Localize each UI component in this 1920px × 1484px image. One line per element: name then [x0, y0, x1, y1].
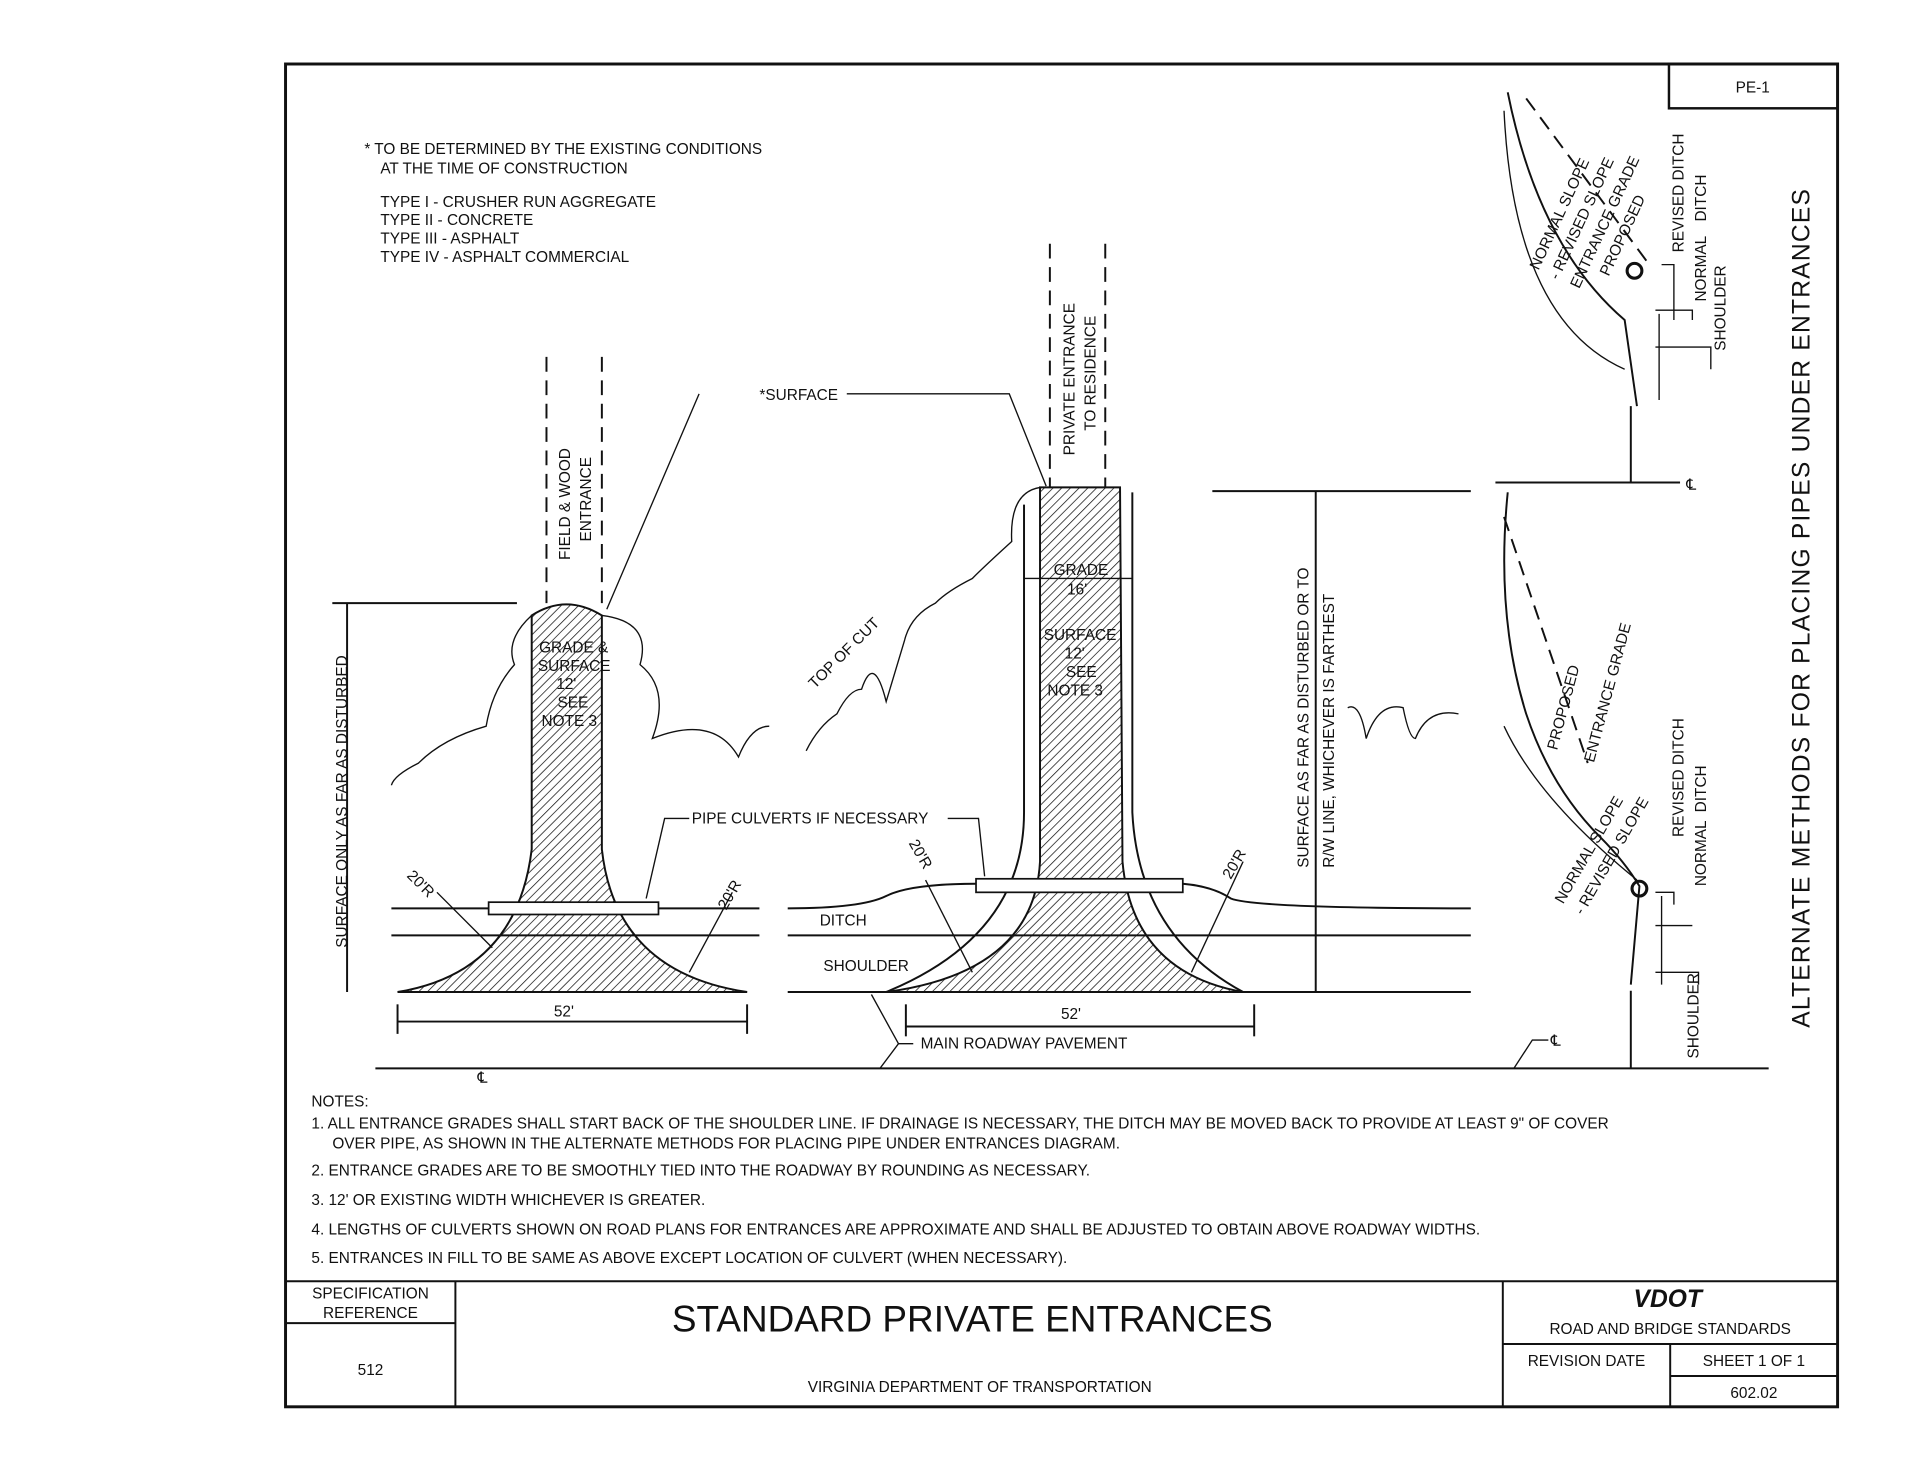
- svg-text:TOP OF CUT: TOP OF CUT: [806, 614, 884, 692]
- alternate-methods-title: ALTERNATE METHODS FOR PLACING PIPES UNDE…: [1788, 188, 1815, 1028]
- sheet-code-box: PE-1: [1667, 62, 1839, 110]
- note-item: 4. LENGTHS OF CULVERTS SHOWN ON ROAD PLA…: [311, 1221, 1480, 1238]
- note-item: OVER PIPE, AS SHOWN IN THE ALTERNATE MET…: [332, 1135, 1120, 1152]
- legend-type: TYPE III - ASPHALT: [380, 231, 520, 248]
- svg-text:REVISED DITCH: REVISED DITCH: [1671, 718, 1688, 837]
- svg-text:12': 12': [1065, 645, 1085, 662]
- svg-text:SHOULDER: SHOULDER: [1686, 973, 1703, 1058]
- svg-text:ENTRANCE: ENTRANCE: [578, 457, 595, 542]
- spec-reference-value: 512: [358, 1362, 384, 1379]
- svg-text:TO RESIDENCE: TO RESIDENCE: [1082, 316, 1099, 431]
- note-item: 5. ENTRANCES IN FILL TO BE SAME AS ABOVE…: [311, 1250, 1067, 1267]
- title-block: SPECIFICATION REFERENCE 512 STANDARD PRI…: [285, 1280, 1838, 1407]
- svg-text:SURFACE AS FAR AS DISTURBED OR: SURFACE AS FAR AS DISTURBED OR TO: [1295, 568, 1312, 868]
- svg-text:℄: ℄: [1685, 477, 1696, 494]
- sheet-border: [284, 62, 1840, 1409]
- svg-text:DITCH: DITCH: [1693, 175, 1710, 222]
- svg-text:20'R: 20'R: [905, 837, 935, 872]
- svg-text:℄: ℄: [1550, 1033, 1561, 1050]
- note-item: 2. ENTRANCE GRADES ARE TO BE SMOOTHLY TI…: [311, 1162, 1090, 1179]
- svg-text:ENTRANCE GRADE: ENTRANCE GRADE: [1581, 621, 1635, 764]
- svg-text:NORMAL: NORMAL: [1693, 235, 1710, 301]
- svg-text:DITCH: DITCH: [820, 913, 867, 930]
- svg-text:R/W LINE, WHICHEVER IS FARTHES: R/W LINE, WHICHEVER IS FARTHEST: [1321, 593, 1338, 868]
- notes: NOTES: 1. ALL ENTRANCE GRADES SHALL STAR…: [311, 1093, 1608, 1266]
- svg-text:SHOULDER: SHOULDER: [1713, 265, 1730, 350]
- svg-text:DITCH: DITCH: [1693, 765, 1710, 812]
- svg-text:52': 52': [1061, 1006, 1081, 1023]
- svg-text:SHOULDER: SHOULDER: [823, 958, 908, 975]
- vdot-logo: VDOT: [1634, 1286, 1704, 1313]
- pipe-culvert: [487, 901, 660, 916]
- legend-type: TYPE I - CRUSHER RUN AGGREGATE: [380, 194, 656, 211]
- svg-text:NORMAL: NORMAL: [1693, 820, 1710, 886]
- centerline-symbol: ℄: [477, 1070, 488, 1087]
- svg-text:SURFACE: SURFACE: [1044, 627, 1117, 644]
- alternate-methods-diagram: ℄ NORMAL SLOPE - REVISED SLOPE ENTRANCE …: [1495, 92, 1815, 1069]
- svg-text:SURFACE: SURFACE: [538, 658, 611, 675]
- legend-type: TYPE IV - ASPHALT COMMERCIAL: [380, 249, 629, 266]
- pipe-culvert: [975, 877, 1184, 894]
- svg-text:20'R: 20'R: [403, 867, 437, 901]
- svg-text:SURFACE ONLY AS FAR AS DISTURB: SURFACE ONLY AS FAR AS DISTURBED: [334, 655, 351, 947]
- svg-text:20'R: 20'R: [1220, 847, 1250, 882]
- note-item: 1. ALL ENTRANCE GRADES SHALL START BACK …: [311, 1116, 1608, 1133]
- legend: * TO BE DETERMINED BY THE EXISTING CONDI…: [364, 141, 762, 266]
- legend-note: AT THE TIME OF CONSTRUCTION: [380, 161, 627, 178]
- svg-text:PROPOSED: PROPOSED: [1544, 663, 1583, 752]
- svg-text:GRADE: GRADE: [1054, 562, 1109, 579]
- svg-text:GRADE &: GRADE &: [539, 639, 609, 656]
- svg-text:PIPE CULVERTS IF NECESSARY: PIPE CULVERTS IF NECESSARY: [692, 810, 929, 827]
- notes-heading: NOTES:: [311, 1093, 368, 1110]
- svg-text:SEE: SEE: [1066, 664, 1097, 681]
- svg-text:REVISED DITCH: REVISED DITCH: [1671, 134, 1688, 253]
- svg-text:SPECIFICATION: SPECIFICATION: [312, 1285, 429, 1302]
- private-entrance: PRIVATE ENTRANCE TO RESIDENCE TOP OF CUT…: [606, 243, 1471, 1069]
- svg-text:FIELD & WOOD: FIELD & WOOD: [557, 448, 574, 560]
- svg-text:*SURFACE: *SURFACE: [759, 387, 838, 404]
- svg-text:NOTE 3: NOTE 3: [542, 713, 598, 730]
- svg-text:SEE: SEE: [558, 695, 589, 712]
- sheet-code: PE-1: [1736, 79, 1770, 96]
- svg-text:NOTE 3: NOTE 3: [1047, 682, 1103, 699]
- field-wood-entrance: FIELD & WOOD ENTRANCE GRADE & SURFACE 12…: [332, 356, 770, 1034]
- svg-text:SHEET 1 OF 1: SHEET 1 OF 1: [1703, 1353, 1805, 1370]
- svg-text:REVISION DATE: REVISION DATE: [1528, 1353, 1646, 1370]
- legend-type: TYPE II - CONCRETE: [380, 212, 533, 229]
- legend-note: * TO BE DETERMINED BY THE EXISTING CONDI…: [364, 141, 762, 158]
- svg-text:ROAD AND BRIDGE STANDARDS: ROAD AND BRIDGE STANDARDS: [1549, 1321, 1790, 1338]
- svg-text:MAIN ROADWAY PAVEMENT: MAIN ROADWAY PAVEMENT: [921, 1036, 1128, 1053]
- svg-text:16': 16': [1067, 581, 1087, 598]
- standard-number: 602.02: [1730, 1385, 1777, 1402]
- agency-name: VIRGINIA DEPARTMENT OF TRANSPORTATION: [808, 1379, 1152, 1396]
- svg-text:REFERENCE: REFERENCE: [323, 1305, 418, 1322]
- svg-text:PRIVATE ENTRANCE: PRIVATE ENTRANCE: [1061, 303, 1078, 455]
- note-item: 3. 12' OR EXISTING WIDTH WHICHEVER IS GR…: [311, 1192, 705, 1209]
- drawing-title: STANDARD PRIVATE ENTRANCES: [672, 1299, 1273, 1340]
- svg-text:52': 52': [554, 1004, 574, 1021]
- svg-text:12': 12': [556, 676, 576, 693]
